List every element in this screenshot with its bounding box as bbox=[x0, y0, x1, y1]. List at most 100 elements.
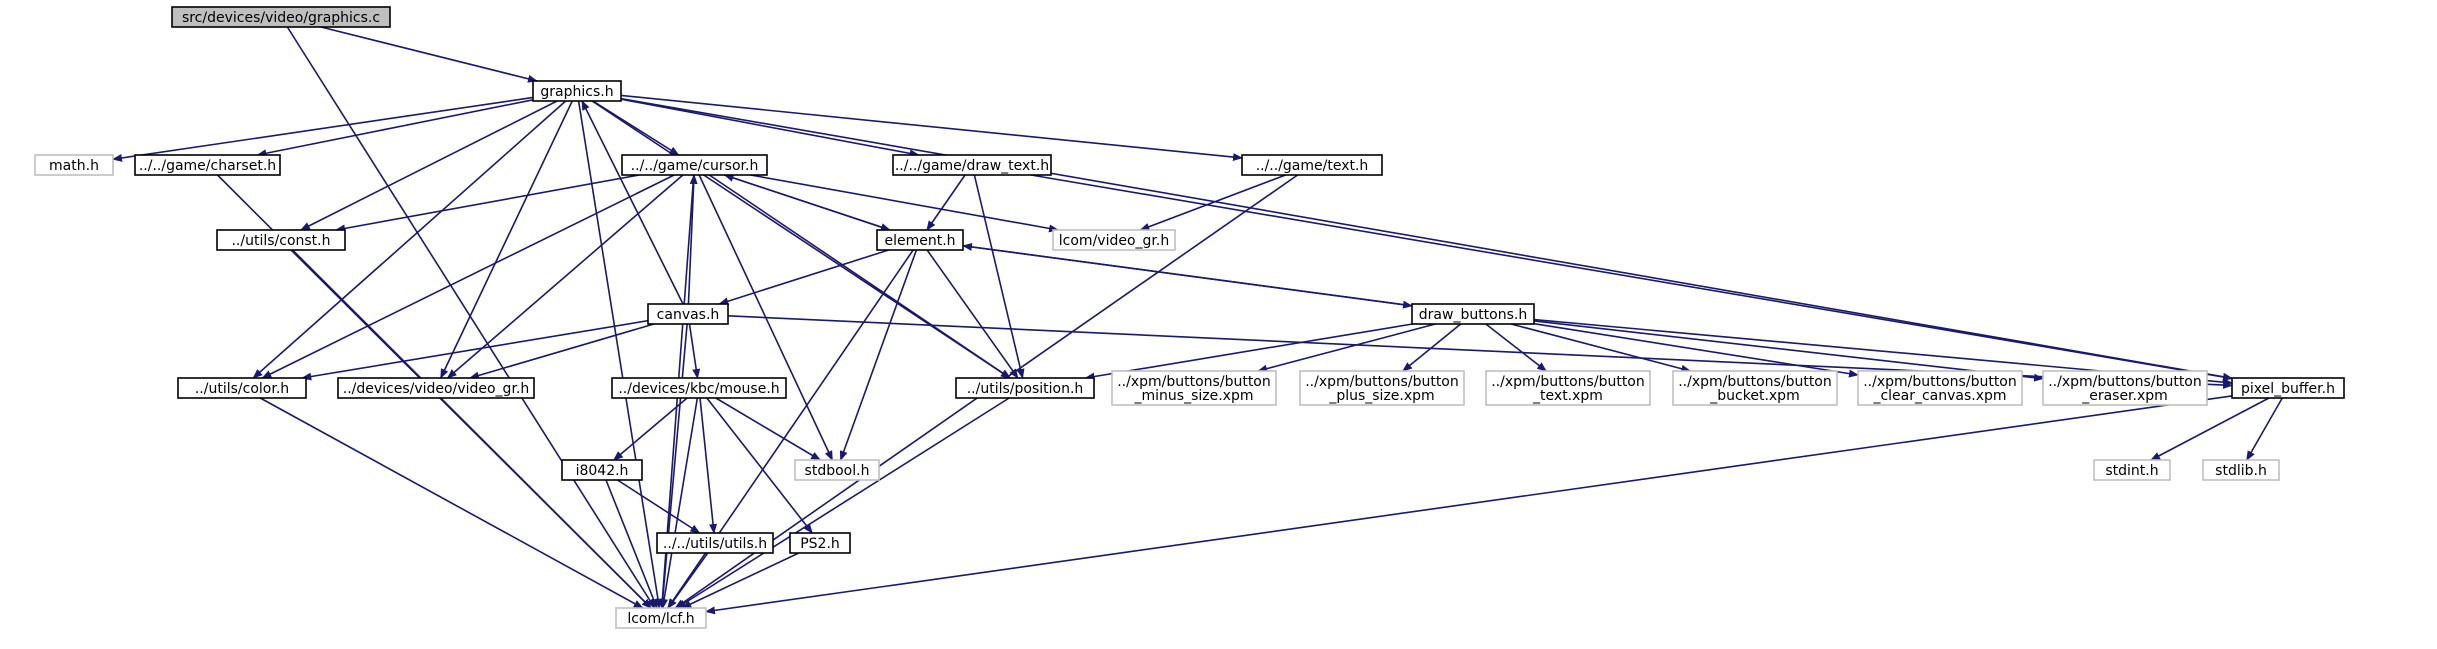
node-box[interactable] bbox=[621, 154, 768, 176]
node-label: ../xpm/buttons/button_clear_canvas.xpm bbox=[1863, 374, 2017, 404]
node-video-gr-h[interactable]: ../devices/video/video_gr.h bbox=[337, 377, 535, 399]
node-box[interactable] bbox=[1299, 370, 1465, 406]
node-box[interactable] bbox=[532, 80, 622, 102]
node-i8042-h[interactable]: i8042.h bbox=[561, 459, 643, 481]
node-label: graphics.h bbox=[540, 84, 613, 100]
edge-utils_h-to-lcf_h bbox=[667, 552, 709, 609]
edge-graphics_c-to-lcf_h bbox=[286, 26, 656, 609]
node-label: ../xpm/buttons/button_minus_size.xpm bbox=[1117, 374, 1271, 404]
node-stdlib-h[interactable]: stdlib.h bbox=[2202, 459, 2280, 481]
nodes: src/devices/video/graphics.c graphics.h ma… bbox=[34, 6, 2345, 629]
node-label: pixel_buffer.h bbox=[2241, 381, 2335, 397]
node-label: ../xpm/buttons/button_text.xpm bbox=[1491, 374, 1645, 404]
edge-mouse_h-to-i8042_h bbox=[613, 397, 688, 461]
node-label: ../devices/kbc/mouse.h bbox=[618, 381, 779, 397]
node-text-xpm[interactable]: ../xpm/buttons/button_text.xpm bbox=[1485, 370, 1651, 406]
edge-color_h-to-lcf_h bbox=[259, 397, 644, 609]
edge-draw_buttons_h-to-bucket_xpm bbox=[1510, 323, 1692, 373]
node-draw-buttons-h[interactable]: draw_buttons.h bbox=[1411, 303, 1535, 325]
node-cursor-h[interactable]: ../../game/cursor.h bbox=[621, 154, 768, 176]
edge-graphics_h-to-math_h bbox=[112, 96, 534, 162]
node-box[interactable] bbox=[955, 377, 1095, 399]
edge-mouse_h-to-utils_h bbox=[699, 397, 718, 534]
edge-element_h-to-stdbool_h bbox=[839, 249, 918, 461]
node-draw-text-h[interactable]: ../../game/draw_text.h bbox=[892, 154, 1052, 176]
node-label: stdlib.h bbox=[2215, 463, 2267, 479]
node-color-h[interactable]: ../utils/color.h bbox=[177, 377, 307, 399]
edge-text_h-to-video_gr_lcom bbox=[1139, 174, 1286, 231]
node-box[interactable] bbox=[794, 459, 880, 481]
edge-cursor_h-to-position_h bbox=[708, 174, 1012, 379]
node-box[interactable] bbox=[1857, 370, 2023, 406]
edge-pixel_buffer_h-to-stdint_h bbox=[2150, 397, 2270, 461]
node-pixel-buffer-h[interactable]: pixel_buffer.h bbox=[2231, 377, 2345, 399]
edge-graphics_h-to-text_h bbox=[620, 94, 1243, 162]
node-position-h[interactable]: ../utils/position.h bbox=[955, 377, 1095, 399]
node-box[interactable] bbox=[177, 377, 307, 399]
node-stdint-h[interactable]: stdint.h bbox=[2093, 459, 2171, 481]
edge-draw_text_h-to-pixel_buffer_h bbox=[1030, 174, 2233, 381]
edge-draw_buttons_h-to-clear_xpm bbox=[1533, 322, 1859, 378]
edge-draw_text_h-to-element_h bbox=[926, 174, 966, 231]
node-box[interactable] bbox=[1111, 370, 1277, 406]
node-box[interactable] bbox=[134, 154, 281, 176]
edge-mouse_h-to-ps2_h bbox=[706, 397, 813, 534]
node-box[interactable] bbox=[561, 459, 643, 481]
edge-draw_buttons_h-to-plus_xpm bbox=[1402, 323, 1462, 372]
edge-cursor_h-to-video_gr_h bbox=[446, 174, 684, 379]
node-box[interactable] bbox=[656, 532, 774, 554]
node-mouse-h[interactable]: ../devices/kbc/mouse.h bbox=[611, 377, 787, 399]
node-label: ../utils/position.h bbox=[967, 381, 1084, 397]
node-box[interactable] bbox=[611, 377, 787, 399]
node-box[interactable] bbox=[892, 154, 1052, 176]
node-const-h[interactable]: ../utils/const.h bbox=[216, 229, 346, 251]
node-box[interactable] bbox=[2202, 459, 2280, 481]
node-box[interactable] bbox=[2042, 370, 2208, 406]
node-box[interactable] bbox=[1411, 303, 1535, 325]
node-utils-h[interactable]: ../../utils/utils.h bbox=[656, 532, 774, 554]
node-ps2-h[interactable]: PS2.h bbox=[789, 532, 851, 554]
node-box[interactable] bbox=[1672, 370, 1838, 406]
node-canvas-h[interactable]: canvas.h bbox=[647, 303, 729, 325]
node-box[interactable] bbox=[216, 229, 346, 251]
node-video-gr-lcom[interactable]: lcom/video_gr.h bbox=[1052, 229, 1176, 251]
edge-canvas_h-to-video_gr_h bbox=[469, 323, 655, 380]
node-box[interactable] bbox=[171, 6, 391, 28]
node-stdbool-h[interactable]: stdbool.h bbox=[794, 459, 880, 481]
edge-graphics_h-to-video_gr_h bbox=[440, 100, 573, 379]
node-box[interactable] bbox=[789, 532, 851, 554]
edges bbox=[112, 26, 2283, 615]
node-label: ../xpm/buttons/button_plus_size.xpm bbox=[1305, 374, 1459, 404]
node-graphics-c[interactable]: src/devices/video/graphics.c bbox=[171, 6, 391, 28]
node-graphics-h[interactable]: graphics.h bbox=[532, 80, 622, 102]
edge-i8042_h-to-lcf_h bbox=[605, 479, 658, 609]
node-box[interactable] bbox=[647, 303, 729, 325]
node-box[interactable] bbox=[2231, 377, 2345, 399]
edge-mouse_h-to-stdbool_h bbox=[715, 397, 822, 461]
node-math-h[interactable]: math.h bbox=[34, 154, 114, 176]
node-box[interactable] bbox=[1052, 229, 1176, 251]
node-box[interactable] bbox=[34, 154, 114, 176]
edge-graphics_h-to-charset_h bbox=[256, 99, 534, 158]
edge-graphics_c-to-graphics_h bbox=[320, 26, 538, 83]
node-charset-h[interactable]: ../../game/charset.h bbox=[134, 154, 281, 176]
node-eraser-xpm[interactable]: ../xpm/buttons/button_eraser.xpm bbox=[2042, 370, 2208, 406]
node-lcf-h[interactable]: lcom/lcf.h bbox=[615, 607, 707, 629]
edge-graphics_h-to-color_h bbox=[252, 100, 567, 379]
edge-graphics_h-to-const_h bbox=[299, 100, 558, 231]
edge-element_h-to-position_h bbox=[926, 249, 1019, 379]
node-plus-xpm[interactable]: ../xpm/buttons/button_plus_size.xpm bbox=[1299, 370, 1465, 406]
node-clear-xpm[interactable]: ../xpm/buttons/button_clear_canvas.xpm bbox=[1857, 370, 2023, 406]
node-label: PS2.h bbox=[800, 536, 840, 552]
node-minus-xpm[interactable]: ../xpm/buttons/button_minus_size.xpm bbox=[1111, 370, 1277, 406]
node-element-h[interactable]: element.h bbox=[876, 229, 964, 251]
node-bucket-xpm[interactable]: ../xpm/buttons/button_bucket.xpm bbox=[1672, 370, 1838, 406]
node-text-h[interactable]: ../../game/text.h bbox=[1241, 154, 1383, 176]
node-box[interactable] bbox=[2093, 459, 2171, 481]
edge-canvas_h-to-color_h bbox=[301, 319, 649, 381]
node-box[interactable] bbox=[1241, 154, 1383, 176]
node-box[interactable] bbox=[876, 229, 964, 251]
node-box[interactable] bbox=[337, 377, 535, 399]
node-box[interactable] bbox=[615, 607, 707, 629]
node-box[interactable] bbox=[1485, 370, 1651, 406]
